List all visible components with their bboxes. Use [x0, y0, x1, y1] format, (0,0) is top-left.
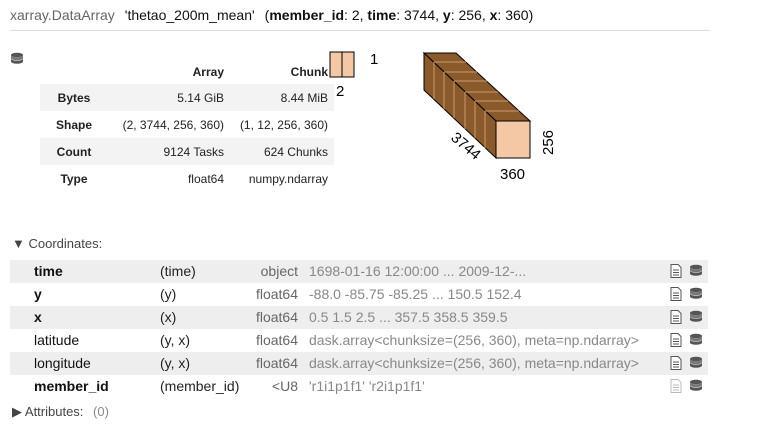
dim-size: : 3744,: [396, 7, 443, 23]
coordinates-toggle[interactable]: ▼ Coordinates:: [12, 236, 103, 251]
coord-row-time: time (time) object 1698-01-16 12:00:00 .…: [10, 260, 708, 283]
dim-name: x: [489, 7, 498, 23]
table-row: Type float64 numpy.ndarray: [60, 171, 328, 186]
dim-name: y: [442, 7, 451, 23]
col-array: Array: [192, 65, 224, 79]
dim-size: : 2,: [344, 7, 368, 23]
dask-summary-table: Array Chunk Bytes 5.14 GiB 8.44 MiB Shap…: [40, 60, 334, 192]
coord-row-x: x (x) float64 0.5 1.5 2.5 ... 357.5 358.…: [10, 306, 708, 329]
file-text-icon[interactable]: [670, 356, 682, 370]
dim-size: : 360: [497, 7, 529, 23]
attributes-count: (0): [93, 404, 109, 419]
coord-row-y: y (y) float64 -88.0 -85.75 -85.25 ... 15…: [10, 283, 708, 306]
label-small-bottom: 2: [336, 83, 344, 100]
member-chunk-block: [329, 51, 355, 78]
label-small-right: 1: [370, 51, 378, 68]
database-icon[interactable]: [689, 310, 703, 324]
table-row: Shape (2, 3744, 256, 360) (1, 12, 256, 3…: [55, 117, 328, 132]
class-name: xarray.DataArray: [10, 7, 115, 23]
database-icon[interactable]: [689, 264, 703, 278]
file-text-icon: [670, 379, 682, 393]
table-header-row: Array Chunk: [40, 60, 334, 84]
file-text-icon[interactable]: [670, 287, 682, 301]
coord-row-latitude: latitude (y, x) float64 dask.array<chunk…: [10, 329, 708, 352]
database-icon[interactable]: [10, 52, 24, 66]
database-icon[interactable]: [689, 333, 703, 347]
label-cube-width: 360: [500, 166, 525, 183]
file-text-icon[interactable]: [670, 310, 682, 324]
dim-size: : 256,: [450, 7, 490, 23]
chunk-diagram: 1 2 3744 256 360: [329, 51, 557, 183]
coord-row-longitude: longitude (y, x) float64 dask.array<chun…: [10, 352, 708, 375]
label-cube-height: 256: [540, 130, 557, 155]
dim-name: member_id: [269, 7, 345, 23]
col-chunk: Chunk: [290, 65, 328, 79]
database-icon[interactable]: [689, 356, 703, 370]
coord-row-member-id: member_id (member_id) <U8 'r1i1p1f1' 'r2…: [10, 375, 708, 398]
array-cube: [422, 51, 532, 160]
attributes-toggle[interactable]: ▶ Attributes: (0): [12, 404, 109, 419]
table-row: Bytes 5.14 GiB 8.44 MiB: [40, 84, 334, 111]
file-text-icon[interactable]: [670, 264, 682, 278]
dim-name: time: [367, 7, 397, 23]
dims-summary: (member_id: 2, time: 3744, y: 256, x: 36…: [264, 7, 534, 23]
file-text-icon[interactable]: [670, 333, 682, 347]
variable-name: 'thetao_200m_mean': [124, 7, 255, 23]
table-row: Count 9124 Tasks 624 Chunks: [40, 138, 334, 165]
database-icon[interactable]: [689, 379, 703, 393]
coordinates-list: time (time) object 1698-01-16 12:00:00 .…: [10, 260, 708, 398]
dataarray-header: xarray.DataArray 'thetao_200m_mean' (membe…: [10, 6, 710, 31]
database-icon[interactable]: [689, 287, 703, 301]
